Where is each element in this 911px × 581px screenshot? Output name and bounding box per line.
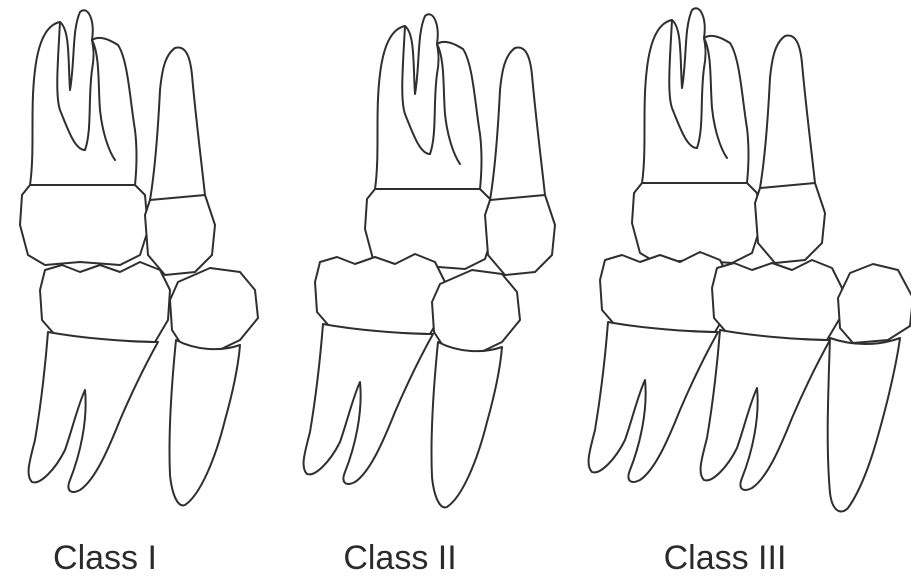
upper-premolar-class-1 [145, 47, 215, 275]
class-3-teeth [589, 8, 911, 511]
upper-molar-class-1 [20, 10, 148, 265]
class-1-label: Class I [5, 536, 205, 580]
teeth-drawing [0, 0, 911, 520]
lower-molar-class-2 [304, 254, 445, 484]
lower-molar-class-3-b [701, 260, 842, 490]
class-2-teeth [304, 14, 555, 507]
class-3-label: Class III [625, 536, 825, 580]
class-2-label: Class II [300, 536, 500, 580]
upper-molar-class-2 [365, 14, 493, 269]
lower-premolar-root-class-3 [828, 338, 900, 512]
upper-premolar-class-3 [755, 35, 825, 263]
class-1-teeth [20, 10, 258, 505]
upper-molar-class-3 [632, 8, 760, 263]
lower-premolar-class-1 [169, 268, 258, 505]
upper-premolar-class-2 [485, 47, 555, 275]
lower-molar-class-1 [29, 262, 170, 492]
lower-premolar-crown-class-3 [838, 264, 911, 343]
lower-premolar-class-2 [431, 270, 520, 507]
